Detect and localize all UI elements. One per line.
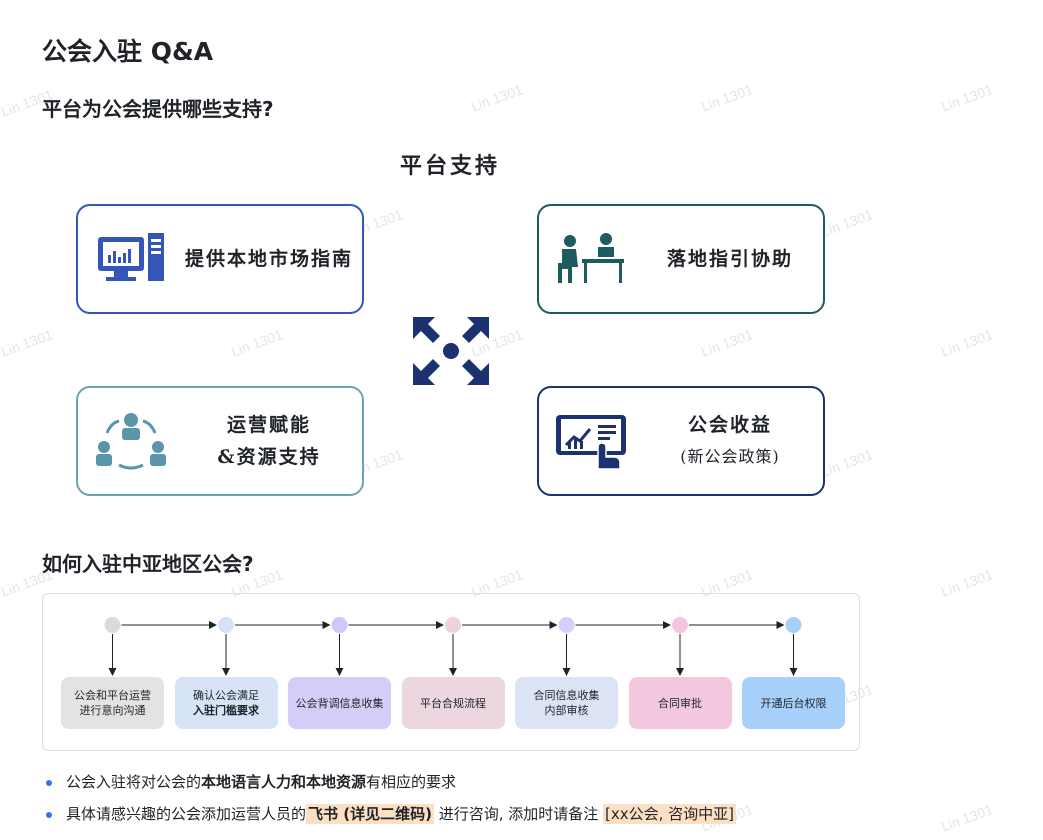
flow-step-label: 入驻门槛要求 [193, 704, 259, 717]
flow-node-dot [331, 617, 348, 633]
flow-step-label: 公会和平台运营 [74, 689, 151, 702]
watermark-text: Lin 1301 [0, 326, 55, 360]
card-operations-support: 运营赋能 &资源支持 [76, 386, 364, 496]
card-label-line1: 运营赋能 [226, 414, 311, 436]
flow-step: 平台合规流程 [401, 677, 505, 729]
flow-step-label: 内部审核 [544, 704, 589, 717]
watermark-text: Lin 1301 [938, 801, 995, 835]
requirements-list: 公会入驻将对公会的本地语言人力和本地资源有相应的要求 具体请感兴趣的公会添加运营… [44, 768, 737, 832]
bullet-dot [46, 812, 52, 818]
flow-step-label: 平台合规流程 [420, 696, 486, 710]
feishu-highlight: 飞书 (详见二维码) [306, 804, 434, 824]
tablet-touch-icon [547, 411, 637, 471]
watermark-text: Lin 1301 [818, 206, 875, 240]
watermark-text: Lin 1301 [698, 81, 755, 115]
flow-step-label: 开通后台权限 [760, 696, 827, 710]
flow-node-dot [558, 617, 575, 633]
expand-arrows-icon [411, 315, 491, 387]
watermark-text: Lin 1301 [938, 326, 995, 360]
section-heading-onboarding: 如何入驻中亚地区公会? [42, 552, 254, 576]
flow-step-label: 确认公会满足 [193, 689, 259, 702]
onboarding-flowchart: 公会和平台运营进行意向沟通确认公会满足入驻门槛要求公会背调信息收集平台合规流程合… [42, 593, 860, 751]
card-market-guide: 提供本地市场指南 [76, 204, 364, 314]
card-guild-revenue: 公会收益 (新公会政策) [537, 386, 825, 496]
page-title: 公会入驻 Q&A [42, 37, 214, 66]
section-heading-support: 平台为公会提供哪些支持? [42, 97, 274, 121]
list-item: 具体请感兴趣的公会添加运营人员的飞书 (详见二维码) 进行咨询, 添加时请备注 … [44, 800, 737, 832]
meeting-icon [547, 231, 637, 287]
flow-step: 合同审批 [628, 677, 732, 729]
flow-step: 公会背调信息收集 [288, 677, 391, 729]
watermark-text: Lin 1301 [698, 326, 755, 360]
card-landing-assist: 落地指引协助 [537, 204, 825, 314]
flow-node-dot [672, 617, 688, 633]
flow-step: 开通后台权限 [742, 677, 845, 729]
card-label-line2: &资源支持 [217, 446, 321, 468]
computer-chart-icon [86, 231, 176, 287]
flow-step-label: 进行意向沟通 [79, 704, 146, 717]
flow-node-dot [218, 617, 234, 633]
card-label: 提供本地市场指南 [184, 248, 353, 270]
flow-node-dot [104, 617, 121, 633]
flow-step-label: 公会背调信息收集 [295, 696, 384, 710]
remark-tag: [xx公会, 咨询中亚] [603, 804, 737, 824]
flow-connectors [104, 617, 802, 676]
watermark-text: Lin 1301 [818, 446, 875, 480]
flow-step: 合同信息收集内部审核 [515, 677, 618, 729]
diagram-title: 平台支持 [400, 153, 501, 179]
flow-step: 确认公会满足入驻门槛要求 [174, 677, 278, 729]
watermark-text: Lin 1301 [938, 81, 995, 115]
card-label-line1: 公会收益 [687, 414, 772, 436]
flow-step: 公会和平台运营进行意向沟通 [61, 677, 164, 729]
flow-node-dot [785, 617, 802, 633]
card-label-line2: (新公会政策) [680, 447, 780, 466]
team-cycle-icon [86, 411, 176, 471]
flow-node-dot [445, 617, 461, 633]
bullet-dot [46, 780, 52, 786]
flow-step-label: 合同信息收集 [533, 689, 600, 702]
watermark-text: Lin 1301 [468, 81, 525, 115]
card-label: 落地指引协助 [666, 248, 793, 270]
flow-step-label: 合同审批 [658, 696, 702, 710]
watermark-text: Lin 1301 [938, 566, 995, 600]
list-item: 公会入驻将对公会的本地语言人力和本地资源有相应的要求 [44, 768, 736, 800]
watermark-text: Lin 1301 [228, 326, 285, 360]
